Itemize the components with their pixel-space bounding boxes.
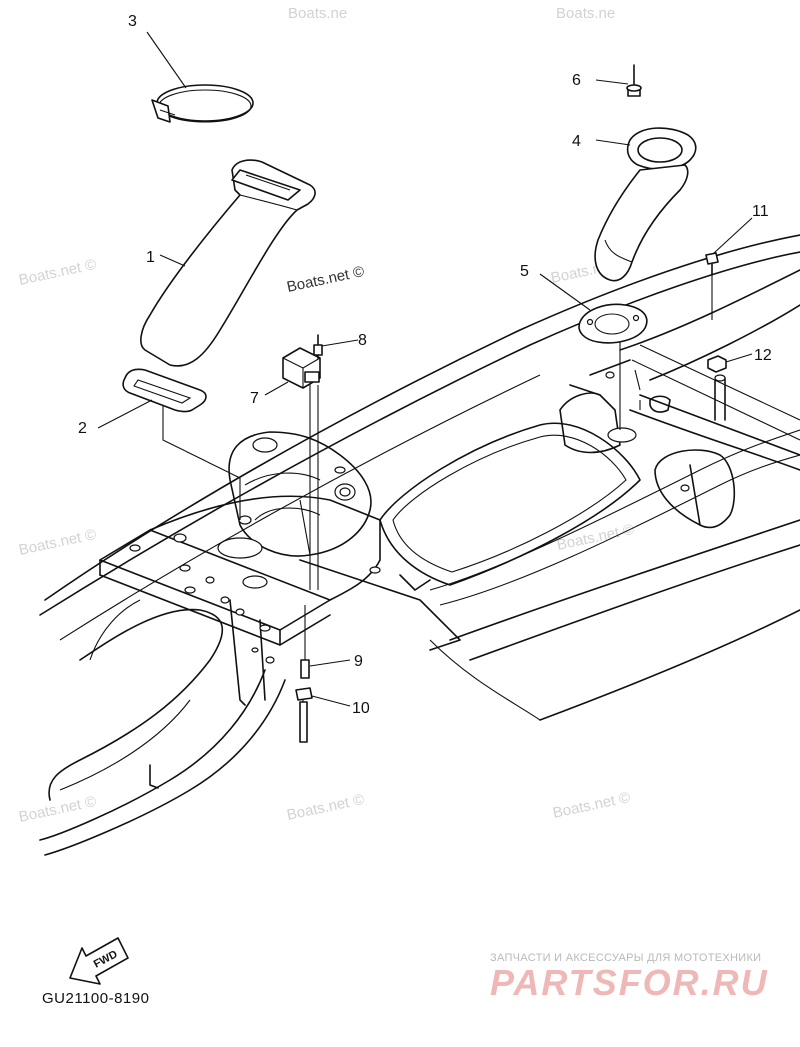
callout-9: 9 — [354, 653, 363, 670]
callout-4: 4 — [572, 133, 581, 150]
callout-5: 5 — [520, 263, 529, 280]
part-2-gasket — [122, 368, 207, 413]
part-9-tube — [300, 659, 310, 679]
callout-3: 3 — [128, 13, 137, 30]
callout-2: 2 — [78, 420, 87, 437]
callout-numbers: 3 1 2 6 4 5 8 7 9 10 11 12 — [78, 13, 772, 717]
watermark: Boats.net © — [17, 526, 97, 559]
part-12-nut — [707, 355, 727, 373]
part-10-clip — [295, 687, 313, 743]
part-1-intake-duct — [140, 159, 316, 367]
part-7-holder — [282, 347, 321, 389]
part-5-gasket — [578, 303, 648, 344]
part-3-hose-band — [151, 84, 254, 123]
callout-10: 10 — [352, 700, 370, 717]
callout-6: 6 — [572, 72, 581, 89]
watermark: Boats.net © — [551, 789, 631, 822]
watermark-dark: Boats.net © — [285, 263, 365, 296]
part-8-pin — [313, 334, 323, 359]
shop-subtitle: ЗАПЧАСТИ И АКСЕССУАРЫ ДЛЯ МОТОТЕХНИКИ — [490, 952, 762, 964]
part-6-bolt — [626, 64, 642, 97]
watermark-layer: Boats.ne Boats.ne Boats.net © Boats.net … — [17, 5, 635, 826]
callout-12: 12 — [754, 347, 772, 364]
watermark: Boats.net © — [555, 521, 635, 554]
part-4-flanged-elbow — [594, 127, 697, 282]
fwd-arrow: FWD — [69, 937, 129, 985]
watermark: Boats.net © — [285, 791, 365, 824]
watermark: Boats.net © — [17, 793, 97, 826]
assembly-guides — [162, 150, 713, 740]
hull-deck — [39, 234, 800, 856]
watermark: Boats.net © — [17, 256, 97, 289]
callout-1: 1 — [146, 249, 155, 266]
watermark: Boats.ne — [556, 5, 615, 22]
callout-11: 11 — [752, 203, 769, 220]
shop-logo: PARTSFOR.RU — [490, 962, 769, 1003]
part-11-screw — [705, 252, 719, 276]
callout-7: 7 — [250, 390, 259, 407]
leader-lines — [97, 31, 753, 707]
watermark: Boats.ne — [288, 5, 347, 22]
diagram-code: GU21100-8190 — [42, 990, 150, 1007]
callout-8: 8 — [358, 332, 367, 349]
